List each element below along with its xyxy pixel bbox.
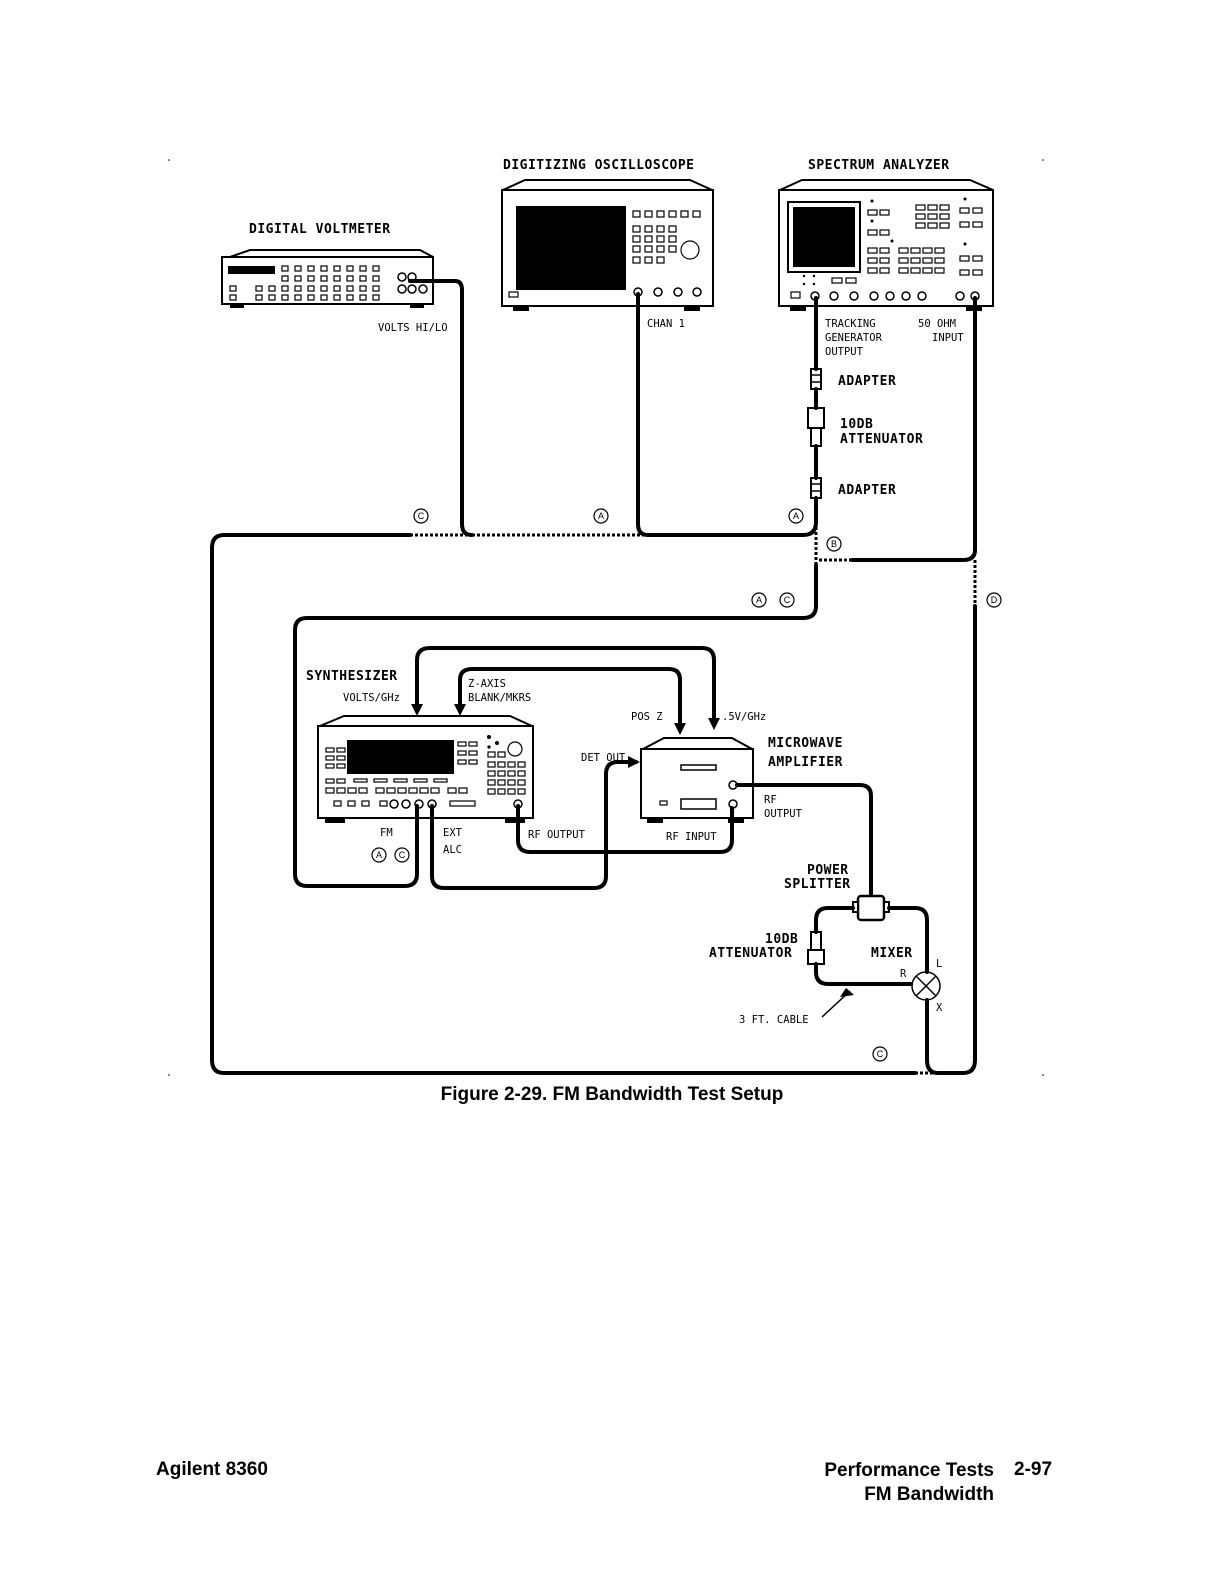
splitter-label-2: SPLITTER bbox=[784, 877, 851, 892]
adapter-top-label: ADAPTER bbox=[838, 374, 896, 389]
splitter-label-1: POWER bbox=[807, 863, 849, 878]
attenuator-top-label-2: ATTENUATOR bbox=[840, 432, 923, 447]
z-axis-label-2: BLANK/MKRS bbox=[468, 692, 531, 704]
spectrum-analyzer bbox=[778, 179, 994, 311]
digitizing-oscilloscope bbox=[501, 179, 714, 311]
marker-a: A bbox=[376, 850, 382, 860]
cable-label: 3 FT. CABLE bbox=[739, 1014, 809, 1026]
adapter-bottom-label: ADAPTER bbox=[838, 483, 896, 498]
tracking-gen-label-1: TRACKING bbox=[825, 318, 876, 330]
marker-a: A bbox=[756, 595, 762, 605]
footer-topic: FM Bandwidth bbox=[864, 1484, 994, 1505]
fm-label: FM bbox=[380, 827, 393, 839]
marker-c: C bbox=[399, 850, 406, 860]
mixer-l-port: L bbox=[936, 958, 942, 970]
det-out-label: DET OUT bbox=[581, 752, 626, 764]
adapter-top bbox=[810, 368, 822, 390]
input-50ohm-label-2: INPUT bbox=[932, 332, 964, 344]
rf-input-label: RF INPUT bbox=[666, 831, 717, 843]
mixer-r-port: R bbox=[900, 968, 907, 980]
spectrum-analyzer-label: SPECTRUM ANALYZER bbox=[808, 158, 950, 173]
volts-hilo-label: VOLTS HI/LO bbox=[378, 322, 448, 334]
amp-rf-output-label-1: RF bbox=[764, 794, 777, 806]
marker-c: C bbox=[877, 1049, 884, 1059]
figure-caption: Figure 2-29. FM Bandwidth Test Setup bbox=[440, 1084, 784, 1105]
footer-product: Agilent 8360 bbox=[156, 1459, 268, 1480]
mixer-x-port: X bbox=[936, 1002, 943, 1014]
attenuator-top bbox=[807, 407, 825, 447]
attenuator-top-label-1: 10DB bbox=[840, 417, 873, 432]
cables bbox=[210, 279, 977, 1075]
z-axis-label-1: Z-AXIS bbox=[468, 678, 506, 690]
mixer-symbol bbox=[911, 971, 941, 1001]
connection-markers bbox=[371, 508, 1002, 1062]
adapter-bottom bbox=[810, 477, 822, 499]
digital-voltmeter bbox=[221, 249, 434, 308]
chan1-label: CHAN 1 bbox=[647, 318, 685, 330]
attenuator-bottom-label-1: 10DB bbox=[765, 932, 798, 947]
cable-pointer bbox=[821, 990, 851, 1018]
crop-marks bbox=[168, 159, 1044, 1076]
input-50ohm-label-1: 50 OHM bbox=[918, 318, 956, 330]
marker-a: A bbox=[598, 511, 604, 521]
synthesizer bbox=[317, 715, 534, 823]
synth-rf-output-label: RF OUTPUT bbox=[528, 829, 586, 841]
dvm-label: DIGITAL VOLTMETER bbox=[249, 222, 391, 237]
tracking-gen-label-3: OUTPUT bbox=[825, 346, 864, 358]
power-splitter bbox=[852, 894, 890, 922]
arrowheads bbox=[411, 704, 854, 997]
marker-c: C bbox=[418, 511, 425, 521]
pos-z-label: POS Z bbox=[631, 711, 663, 723]
alc-label: ALC bbox=[443, 844, 462, 856]
mixer-label: MIXER bbox=[871, 946, 913, 961]
amplifier-label-2: AMPLIFIER bbox=[768, 755, 843, 770]
oscilloscope-label: DIGITIZING OSCILLOSCOPE bbox=[503, 158, 695, 173]
amp-rf-output-label-2: OUTPUT bbox=[764, 808, 803, 820]
marker-c: C bbox=[784, 595, 791, 605]
marker-b: B bbox=[831, 539, 837, 549]
attenuator-bottom-label-2: ATTENUATOR bbox=[709, 946, 792, 961]
ext-label: EXT bbox=[443, 827, 463, 839]
volts-ghz-label: VOLTS/GHz bbox=[343, 692, 400, 704]
footer-section: Performance Tests FM Bandwidth bbox=[824, 1459, 994, 1507]
tracking-gen-label-2: GENERATOR bbox=[825, 332, 883, 344]
half-volt-ghz-label: .5V/GHz bbox=[722, 711, 766, 723]
page-number: 2-97 bbox=[1014, 1459, 1053, 1480]
microwave-amplifier bbox=[640, 737, 754, 823]
footer-chapter: Performance Tests bbox=[824, 1460, 994, 1481]
amplifier-label-1: MICROWAVE bbox=[768, 736, 843, 751]
marker-a: A bbox=[793, 511, 799, 521]
synthesizer-label: SYNTHESIZER bbox=[306, 669, 398, 684]
attenuator-bottom bbox=[807, 931, 825, 965]
alternate-connections bbox=[410, 522, 977, 1075]
marker-d: D bbox=[991, 595, 998, 605]
